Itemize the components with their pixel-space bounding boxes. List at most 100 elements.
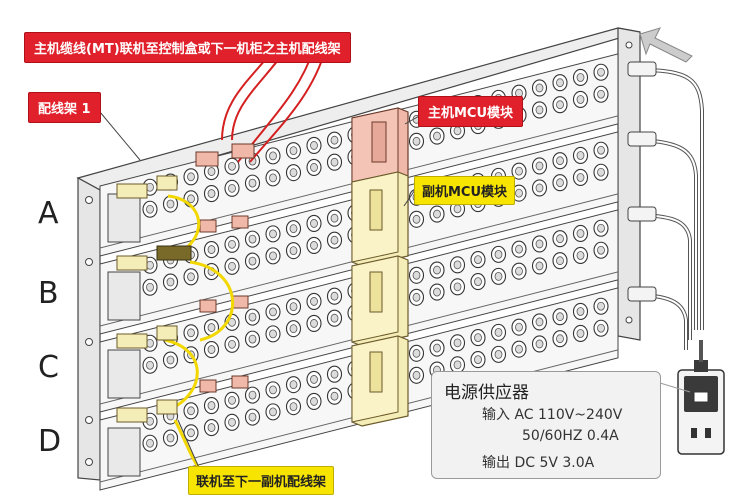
link-connector <box>116 333 148 349</box>
port-jack-hole <box>228 161 236 171</box>
row-label-a: A <box>38 196 59 231</box>
port-jack-hole <box>248 312 257 322</box>
port-jack-hole <box>412 370 421 380</box>
port-jack-hole <box>556 234 564 244</box>
port-jack-hole <box>597 301 605 311</box>
bracket-screw <box>85 258 93 266</box>
port-jack-hole <box>187 172 195 182</box>
callout-leader <box>177 419 201 471</box>
panel-label-card <box>107 427 141 477</box>
port-jack-hole <box>146 204 154 214</box>
port-jack-hole <box>412 348 421 358</box>
port-jack-hole <box>535 339 544 349</box>
panel-label-card <box>107 349 141 399</box>
port-jack-hole <box>515 344 523 354</box>
bracket-screw <box>85 196 93 204</box>
power-supply-output: 输出 DC 5V 3.0A <box>482 455 595 471</box>
port-jack-hole <box>474 277 482 287</box>
port-jack-hole <box>474 355 482 365</box>
port-jack-hole <box>597 323 605 333</box>
port-jack-hole <box>433 287 441 297</box>
port-jack-hole <box>289 246 298 256</box>
power-supply-input-freq: 50/60HZ 0.4A <box>522 428 619 444</box>
port-jack-hole <box>576 329 585 338</box>
port-jack-hole <box>207 345 216 354</box>
callout-link-next: 联机至下一副机配线架 <box>188 466 335 495</box>
bracket-screw <box>85 416 93 424</box>
bracket-screw <box>85 458 93 466</box>
row-label-d: D <box>38 424 62 459</box>
port-jack-hole <box>556 156 564 166</box>
power-adapter <box>677 340 725 455</box>
port-jack-hole <box>310 397 318 406</box>
port-jack-hole <box>597 167 605 177</box>
port-jack-hole <box>556 312 564 322</box>
port-jack-hole <box>474 255 482 265</box>
port-jack-hole <box>576 173 585 182</box>
power-supply-box: 电源供应器 输入 AC 110V~240V 50/60HZ 0.4A 输出 DC… <box>431 371 661 479</box>
mt-connector <box>195 151 219 167</box>
port-jack-hole <box>576 151 585 160</box>
port-jack-hole <box>453 126 462 136</box>
port-jack-hole <box>166 199 175 209</box>
callout-leader <box>99 111 141 161</box>
port-jack-hole <box>289 324 298 334</box>
port-jack-hole <box>228 261 236 271</box>
port-jack-hole <box>597 245 605 255</box>
port-jack-hole <box>289 302 298 312</box>
port-jack-hole <box>228 183 236 193</box>
port-jack-hole <box>207 323 216 332</box>
port-jack-hole <box>146 416 154 426</box>
port-jack-hole <box>535 105 544 115</box>
port-jack-hole <box>556 334 564 344</box>
port-jack-hole <box>166 355 175 365</box>
port-jack-hole <box>248 412 257 422</box>
port-jack-hole <box>187 406 195 416</box>
port-jack-hole <box>269 329 277 339</box>
port-jack-hole <box>269 407 277 417</box>
port-jack-hole <box>289 146 298 156</box>
port-jack-hole <box>433 265 441 275</box>
port-jack-hole <box>248 178 257 188</box>
port-jack-hole <box>330 369 339 379</box>
port-jack-hole <box>494 327 503 337</box>
port-jack-hole <box>269 229 277 239</box>
port-jack-hole <box>597 145 605 155</box>
port-jack-hole <box>515 166 523 176</box>
port-jack-hole <box>535 239 544 249</box>
port-jack-hole <box>597 223 605 233</box>
port-jack-hole <box>146 282 154 292</box>
port-jack-hole <box>289 402 298 412</box>
link-cable-yellow <box>164 338 199 412</box>
port-jack-hole <box>494 271 503 281</box>
port-jack-hole <box>535 161 544 171</box>
port-jack-hole <box>330 291 339 301</box>
port-jack-hole <box>433 343 441 353</box>
port-jack-hole <box>269 251 277 261</box>
port-jack-hole <box>228 395 236 405</box>
port-jack-hole <box>330 391 339 401</box>
port-jack-hole <box>576 73 585 82</box>
mt-connector <box>231 295 249 309</box>
port-jack-hole <box>248 334 257 344</box>
port-jack-hole <box>556 78 564 88</box>
port-jack-hole <box>597 89 605 99</box>
port-jack-hole <box>453 204 462 214</box>
link-connector <box>116 183 148 199</box>
port-jack-hole <box>535 317 544 327</box>
port-jack-hole <box>146 338 154 348</box>
port-jack-hole <box>310 297 318 306</box>
port-jack-hole <box>146 260 154 270</box>
rack-left-bracket <box>77 176 101 481</box>
mt-connector <box>199 379 217 393</box>
port-jack-hole <box>412 214 421 224</box>
port-jack-hole <box>228 239 236 249</box>
port-jack-hole <box>269 307 277 317</box>
port-jack-hole <box>453 282 462 292</box>
port-jack-hole <box>228 339 236 349</box>
port-jack-hole <box>576 229 585 238</box>
port-jack-hole <box>269 385 277 395</box>
rear-power-cables <box>627 61 704 350</box>
row-label-b: B <box>38 276 59 311</box>
port-jack-hole <box>576 95 585 104</box>
